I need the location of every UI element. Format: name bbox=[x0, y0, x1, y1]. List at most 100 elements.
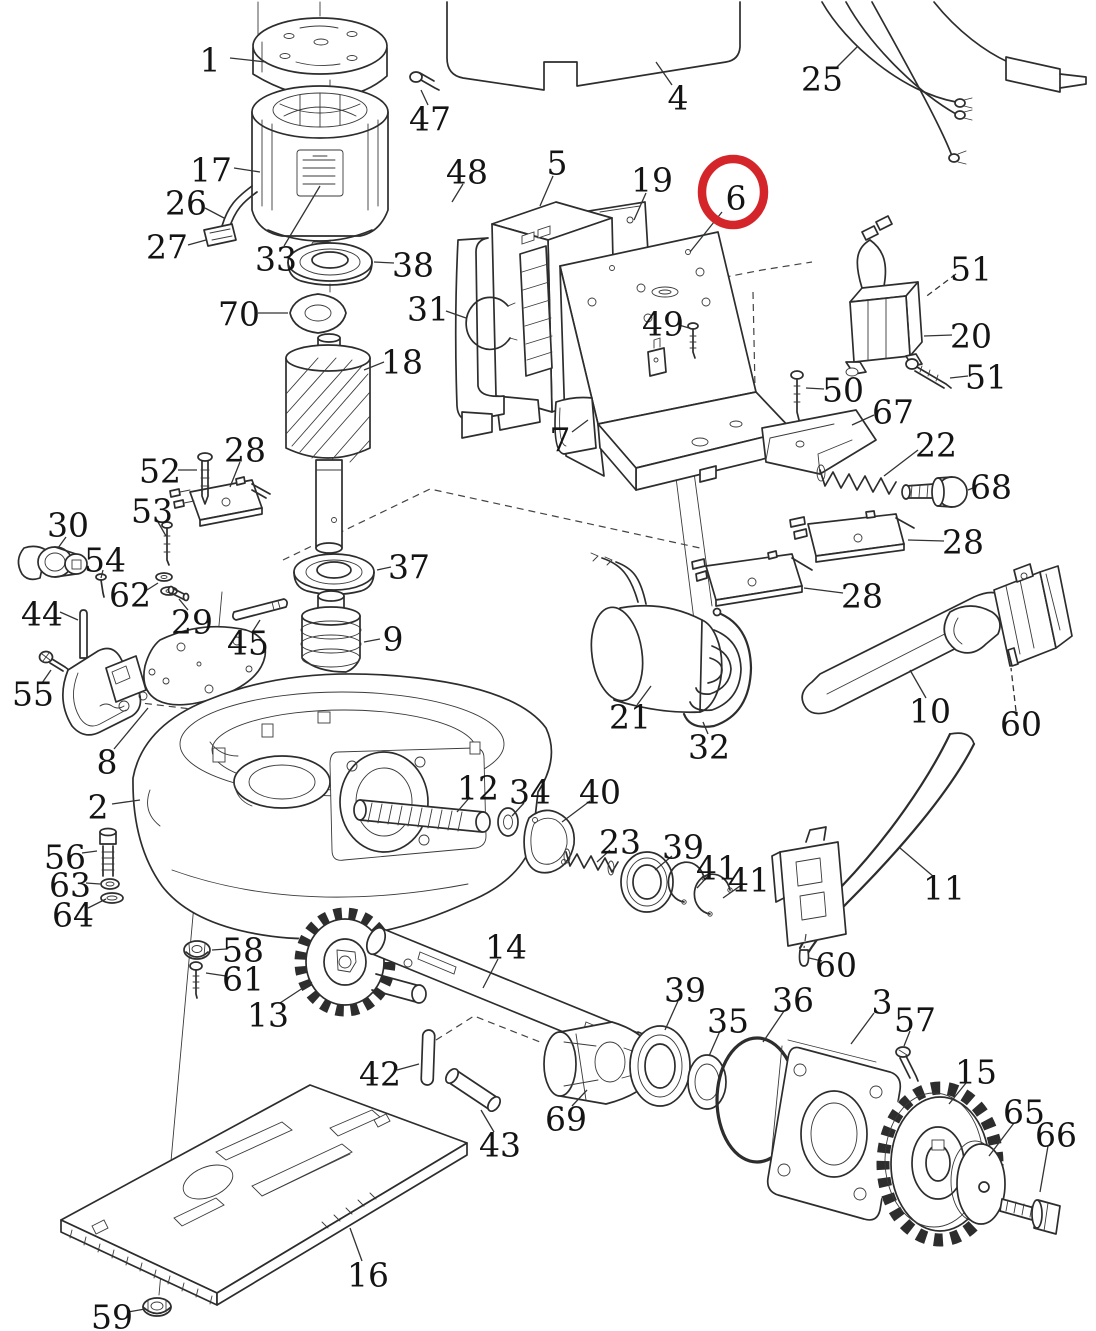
part-label-57: 57 bbox=[894, 1001, 936, 1040]
part-label-28: 28 bbox=[224, 431, 266, 470]
part-label-26: 26 bbox=[165, 184, 207, 223]
leader-line-15 bbox=[948, 1082, 967, 1105]
part-label-44: 44 bbox=[21, 595, 63, 634]
part-label-4: 4 bbox=[668, 79, 689, 118]
part-35-seal bbox=[687, 1054, 727, 1110]
leader-line-53 bbox=[157, 521, 167, 537]
part-9-worm-bush bbox=[300, 590, 362, 673]
part-label-5: 5 bbox=[547, 144, 568, 183]
leader-line-60 bbox=[1010, 667, 1017, 712]
leader-line-16 bbox=[349, 1227, 363, 1262]
part-label-42: 42 bbox=[359, 1055, 401, 1094]
part-8-limit-switch-bracket bbox=[62, 625, 267, 736]
part-label-31: 31 bbox=[407, 290, 449, 329]
part-10-release-handle bbox=[801, 563, 1073, 715]
part-43-roller-pin bbox=[444, 1067, 502, 1113]
part-11-brake-band bbox=[771, 732, 976, 967]
leader-line-11 bbox=[899, 847, 935, 878]
leader-line-1 bbox=[229, 57, 267, 63]
part-label-36: 36 bbox=[772, 981, 814, 1020]
part-label-60: 60 bbox=[815, 946, 857, 985]
part-56-bolt bbox=[99, 827, 117, 877]
leader-line-13 bbox=[279, 981, 313, 1004]
leader-line-29 bbox=[178, 598, 189, 611]
part-label-34: 34 bbox=[509, 773, 551, 812]
part-label-11: 11 bbox=[923, 869, 965, 908]
part-30-cam bbox=[17, 545, 88, 581]
part-28-microswitch-b bbox=[789, 510, 915, 563]
part-label-27: 27 bbox=[146, 228, 188, 267]
part-label-18: 18 bbox=[381, 343, 423, 382]
part-label-62: 62 bbox=[109, 576, 151, 615]
leader-line-27 bbox=[187, 239, 207, 246]
leader-line-4 bbox=[655, 61, 673, 86]
part-label-25: 25 bbox=[801, 60, 843, 99]
part-label-28: 28 bbox=[942, 523, 984, 562]
part-label-66: 66 bbox=[1035, 1116, 1077, 1155]
leader-line-38 bbox=[373, 261, 395, 264]
leader-line-7 bbox=[571, 419, 589, 433]
part-53-screw bbox=[161, 521, 173, 566]
leader-line-51 bbox=[923, 273, 957, 299]
part-28-microswitch-a bbox=[169, 476, 271, 527]
part-32-spiral-spring bbox=[682, 607, 753, 728]
leader-line-58 bbox=[211, 948, 227, 951]
leader-line-34 bbox=[511, 802, 525, 817]
part-40-gasket bbox=[523, 809, 576, 874]
leader-line-8 bbox=[113, 707, 149, 750]
part-51-screw bbox=[905, 358, 952, 389]
leader-line-20 bbox=[923, 334, 953, 337]
leader-line-3 bbox=[850, 1012, 875, 1045]
part-label-19: 19 bbox=[631, 161, 673, 200]
leader-line-5 bbox=[539, 175, 554, 207]
part-57-screw bbox=[895, 1046, 919, 1082]
leader-line-63 bbox=[85, 882, 101, 885]
part-label-54: 54 bbox=[84, 541, 126, 580]
leader-line-36 bbox=[762, 1010, 785, 1043]
part-label-2: 2 bbox=[88, 788, 109, 827]
part-54-screw bbox=[95, 573, 107, 598]
leader-line-48 bbox=[451, 183, 464, 203]
highlight-circle-part-6 bbox=[697, 154, 769, 230]
part-68-screw bbox=[901, 476, 968, 508]
part-label-37: 37 bbox=[388, 548, 430, 587]
leader-line-32 bbox=[702, 721, 709, 735]
part-55-screw bbox=[38, 650, 70, 672]
part-label-41: 41 bbox=[728, 861, 770, 900]
part-39-bearing-upper bbox=[620, 851, 674, 913]
part-20-transformer bbox=[845, 215, 923, 377]
part-label-61: 61 bbox=[222, 960, 264, 999]
part-22-spring bbox=[816, 464, 897, 495]
part-label-1: 1 bbox=[200, 41, 221, 80]
leader-line-28 bbox=[803, 587, 844, 594]
part-61-screw bbox=[189, 961, 203, 999]
part-3-flange bbox=[766, 1039, 902, 1221]
part-label-65: 65 bbox=[1003, 1093, 1045, 1132]
part-label-51: 51 bbox=[965, 358, 1007, 397]
leader-line-54 bbox=[100, 569, 104, 579]
leader-line-67 bbox=[851, 414, 875, 426]
part-label-47: 47 bbox=[409, 100, 451, 139]
part-label-48: 48 bbox=[446, 153, 488, 192]
part-27-connector bbox=[203, 223, 237, 247]
leader-line-68 bbox=[967, 487, 974, 491]
part-49-screw bbox=[687, 322, 699, 359]
leader-line-57 bbox=[903, 1030, 911, 1047]
part-59-nut bbox=[142, 1297, 172, 1317]
part-label-45: 45 bbox=[227, 624, 269, 663]
leader-line-2 bbox=[111, 799, 141, 805]
leader-line-31 bbox=[445, 310, 467, 319]
part-63-washer bbox=[100, 878, 120, 890]
leader-line-22 bbox=[883, 449, 919, 477]
part-67-bracket bbox=[761, 409, 877, 475]
leader-line-44 bbox=[59, 611, 79, 621]
part-label-3: 3 bbox=[872, 983, 893, 1022]
part-label-69: 69 bbox=[545, 1100, 587, 1139]
part-label-6: 6 bbox=[726, 179, 747, 218]
part-18-rotor bbox=[285, 333, 371, 554]
part-label-32: 32 bbox=[688, 728, 730, 767]
part-label-43: 43 bbox=[479, 1126, 521, 1165]
leader-line-50 bbox=[805, 387, 825, 390]
part-25-power-cable bbox=[821, 1, 1087, 165]
